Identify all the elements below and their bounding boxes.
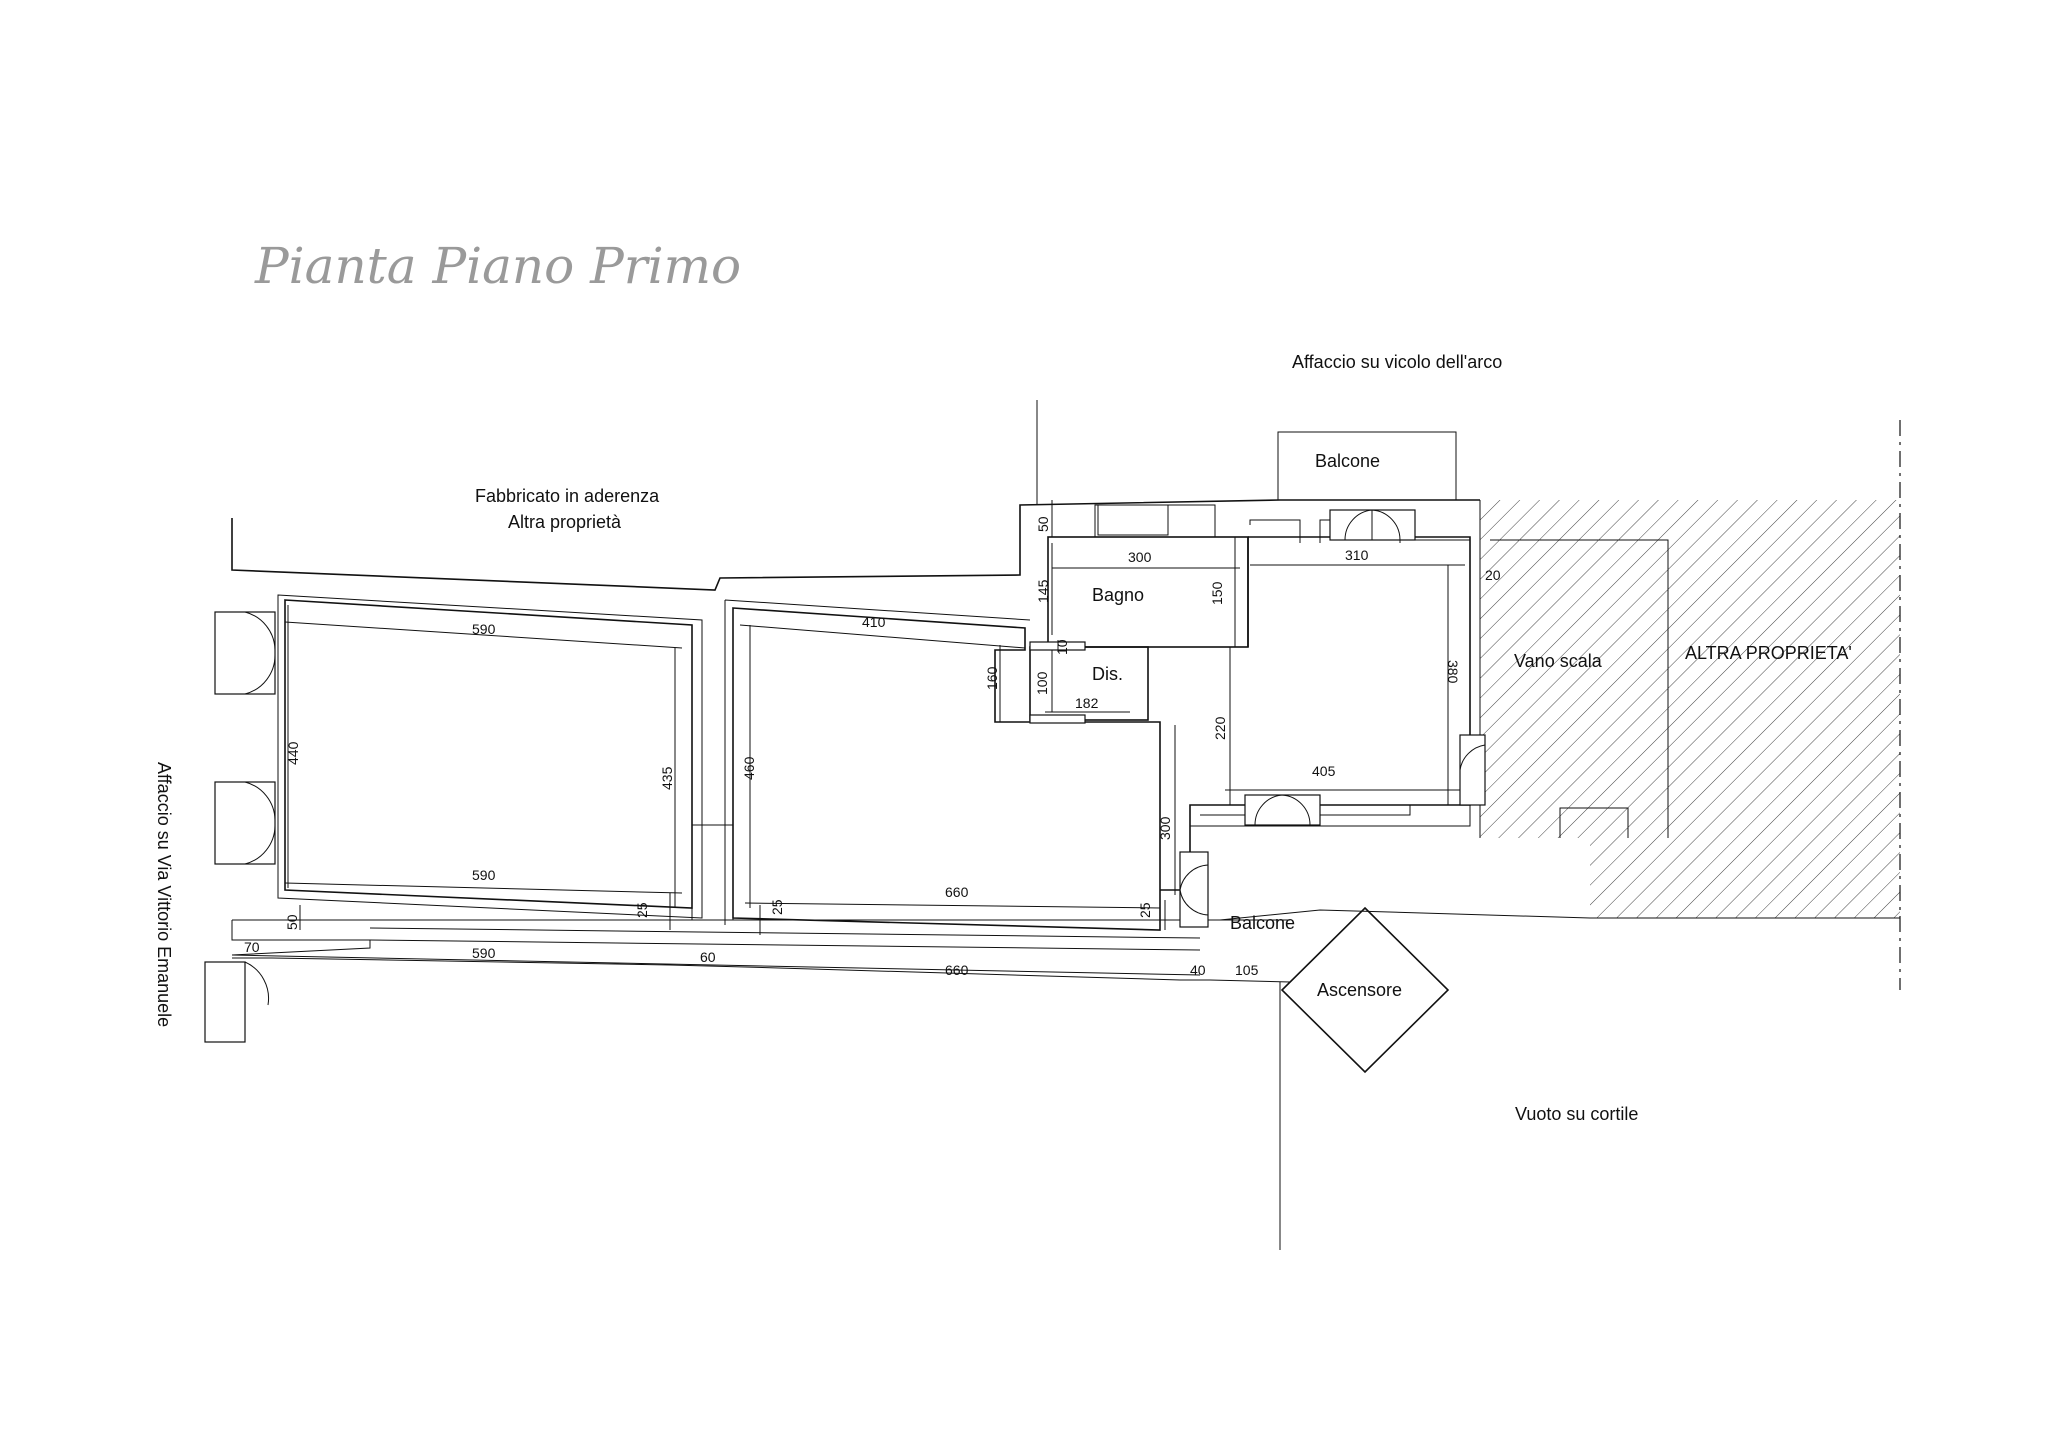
dim-182: 182 <box>1075 695 1099 711</box>
room-dis <box>1029 646 1149 721</box>
window-left-1 <box>214 611 276 695</box>
label-vuoto-cortile: Vuoto su cortile <box>1515 1104 1638 1124</box>
dim-300-side: 300 <box>1157 816 1173 840</box>
label-balcone-bottom: Balcone <box>1230 913 1295 933</box>
dim-50-top: 50 <box>1035 516 1051 532</box>
label-affaccio-vicolo: Affaccio su vicolo dell'arco <box>1292 352 1502 372</box>
boundary-lines <box>231 400 1591 1250</box>
dim-590-mid: 590 <box>472 867 496 883</box>
dim-380: 380 <box>1445 660 1461 684</box>
dim-660-bottom: 660 <box>945 962 969 978</box>
dim-20: 20 <box>1485 567 1501 583</box>
room-middle <box>691 599 1161 931</box>
label-affaccio-via: Affaccio su Via Vittorio Emanuele <box>154 762 174 1027</box>
other-property-hatch <box>1479 420 1901 990</box>
dim-435: 435 <box>659 766 675 790</box>
dim-405: 405 <box>1312 763 1336 779</box>
label-bagno: Bagno <box>1092 585 1144 605</box>
window-left-2 <box>214 781 276 865</box>
dim-160: 160 <box>984 666 1000 690</box>
door-bottom-right <box>1244 794 1321 826</box>
dim-440: 440 <box>285 741 301 765</box>
dim-50-left: 50 <box>284 914 300 930</box>
dim-150: 150 <box>1209 581 1225 605</box>
dim-410: 410 <box>862 614 886 630</box>
label-altra-proprieta: ALTRA PROPRIETA' <box>1685 643 1852 663</box>
dim-660-mid: 660 <box>945 884 969 900</box>
label-fabbricato-1: Fabbricato in aderenza <box>475 486 660 506</box>
dim-100: 100 <box>1034 671 1050 695</box>
door-balcone <box>1179 851 1209 928</box>
label-dis: Dis. <box>1092 664 1123 684</box>
label-ascensore: Ascensore <box>1317 980 1402 1000</box>
door-window-symbols <box>204 509 1486 1043</box>
street-wall <box>231 920 1201 976</box>
plan-title: Pianta Piano Primo <box>254 237 741 295</box>
door-stair <box>1459 734 1486 806</box>
dim-10: 10 <box>1054 639 1070 655</box>
dim-25-c: 25 <box>1137 902 1153 918</box>
dim-105: 105 <box>1235 962 1259 978</box>
dim-60: 60 <box>700 949 716 965</box>
dim-300-bagno: 300 <box>1128 549 1152 565</box>
door-left-bottom <box>204 961 246 1043</box>
dim-70: 70 <box>244 939 260 955</box>
label-balcone-top: Balcone <box>1315 451 1380 471</box>
dim-590-top: 590 <box>472 621 496 637</box>
label-fabbricato-2: Altra proprietà <box>508 512 622 532</box>
dim-220: 220 <box>1212 716 1228 740</box>
dim-590-bottom: 590 <box>472 945 496 961</box>
dim-460: 460 <box>741 756 757 780</box>
room-bagno <box>1047 504 1249 648</box>
dim-145: 145 <box>1035 579 1051 603</box>
elevator-shape <box>1280 906 1450 1074</box>
dim-310: 310 <box>1345 547 1369 563</box>
dim-25-b: 25 <box>769 899 785 915</box>
dim-40: 40 <box>1190 962 1206 978</box>
dim-25-a: 25 <box>634 902 650 918</box>
label-vano-scala: Vano scala <box>1514 651 1603 671</box>
dimension-lines <box>232 500 1465 983</box>
room-right <box>1160 519 1471 891</box>
